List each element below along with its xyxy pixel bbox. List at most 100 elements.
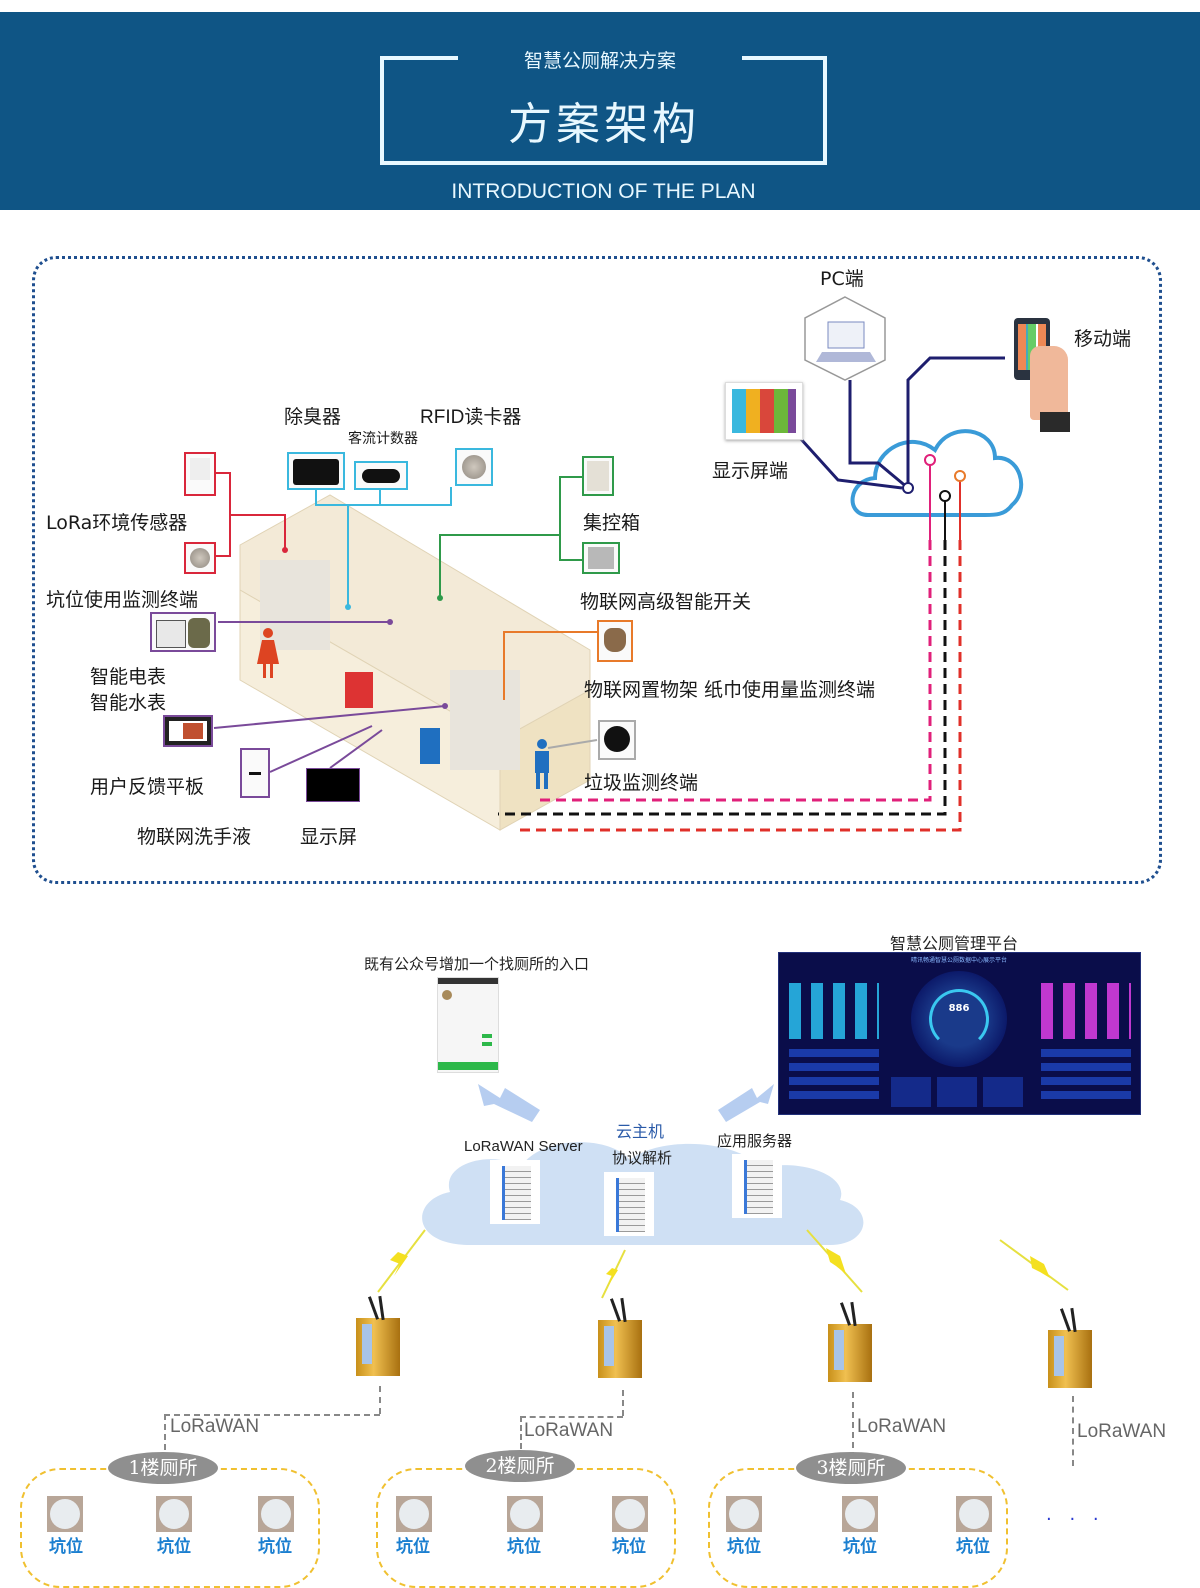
- wechat-screenshot: [437, 977, 499, 1073]
- control-box-device: [582, 456, 614, 496]
- cloud-icon: [850, 429, 1023, 517]
- seat-label: 坑位: [157, 1537, 191, 1557]
- blue-panel: [420, 728, 440, 764]
- lorawan-label: LoRaWAN: [857, 1416, 947, 1437]
- rfid-reader-label: RFID读卡器: [420, 407, 522, 428]
- people-counter-device: [354, 461, 408, 490]
- user-icons-right: [1041, 983, 1131, 1039]
- stats-left: [789, 1049, 879, 1105]
- cloud-host-label: 云主机: [616, 1122, 665, 1141]
- soap-dispenser-device: [240, 748, 270, 798]
- seat-sensor-icon: [612, 1496, 648, 1532]
- tissue-shelf-device: [597, 620, 633, 662]
- platform-title: 智慧公厕管理平台: [890, 934, 1019, 953]
- display-screen-label: 显示屏: [300, 826, 358, 848]
- lorawan-link: [379, 1386, 381, 1414]
- seat-sensor-icon: [507, 1496, 543, 1532]
- lorawan-link: [164, 1414, 166, 1460]
- seat-label: 坑位: [258, 1537, 292, 1557]
- seat-sensor-icon: [726, 1496, 762, 1532]
- protocol-parsing-label: 协议解析: [612, 1149, 673, 1167]
- display-screen-client-icon: [725, 382, 803, 440]
- lorawan-label: LoRaWAN: [1077, 1421, 1167, 1442]
- seat-label: 坑位: [612, 1537, 646, 1557]
- more-floors-ellipsis: . . .: [1046, 1504, 1105, 1525]
- display-screen-device: [306, 768, 360, 802]
- feedback-tablet-device: [163, 715, 213, 747]
- seat-sensor-icon: [156, 1496, 192, 1532]
- seat-sensor-icon: [47, 1496, 83, 1532]
- lora-env-sensor-device: [184, 452, 216, 496]
- user-icons-left: [789, 983, 879, 1039]
- floor-2-label: 2楼厕所: [465, 1450, 575, 1482]
- lorawan-link: [1072, 1396, 1074, 1466]
- feedback-tablet-label: 用户反馈平板: [90, 776, 205, 798]
- lorawan-server-icon: [490, 1160, 540, 1224]
- management-platform-dashboard: 晴讯畅通智慧公厕数据中心展示平台 886: [778, 952, 1141, 1115]
- display-client-label: 显示屏端: [712, 460, 789, 482]
- lorawan-link: [622, 1390, 624, 1416]
- female-icon: [257, 628, 279, 678]
- laptop-icon: [827, 321, 865, 349]
- protocol-server-icon: [604, 1172, 654, 1236]
- toilet-building-illustration: [239, 494, 591, 831]
- smart-electric-meter-label: 智能电表: [90, 666, 167, 688]
- stall-wall: [450, 670, 520, 770]
- trash-monitor-label: 垃圾监测终端: [584, 772, 699, 794]
- gauge-value: 886: [948, 1003, 970, 1014]
- stats-center: [891, 1077, 1027, 1107]
- architecture-connectors: [213, 296, 1023, 832]
- seat-sensor-icon: [842, 1496, 878, 1532]
- gauge-arc: [929, 989, 989, 1049]
- seat-label: 坑位: [507, 1537, 541, 1557]
- lorawan-link: [520, 1416, 623, 1418]
- mobile-client-label: 移动端: [1074, 328, 1132, 350]
- architecture-diagram-frame: [32, 256, 1162, 884]
- control-box-label: 集控箱: [583, 512, 641, 534]
- lorawan-label: LoRaWAN: [524, 1420, 614, 1441]
- sleeve: [1040, 412, 1070, 432]
- app-server-label: 应用服务器: [717, 1132, 793, 1150]
- title-frame-line: [380, 56, 384, 164]
- lorawan-label: LoRaWAN: [170, 1416, 260, 1437]
- header-banner: 智慧公厕解决方案 方案架构 INTRODUCTION OF THE PLAN: [0, 12, 1200, 210]
- title-frame-line: [382, 56, 458, 60]
- arrow-to-wechat: [478, 1084, 540, 1122]
- seat-sensor-icon: [956, 1496, 992, 1532]
- lorawan-link: [520, 1416, 522, 1458]
- lora-gateway: [356, 1295, 400, 1376]
- lightning-icon: [606, 1268, 618, 1286]
- arrow-to-platform: [718, 1084, 774, 1122]
- lora-env-sensor-device: [184, 542, 216, 574]
- soap-dispenser-label: 物联网洗手液: [137, 826, 252, 848]
- tissue-shelf-label: 物联网置物架 纸巾使用量监测终端: [584, 679, 876, 701]
- smart-water-meter-label: 智能水表: [90, 692, 167, 714]
- lorawan-server-label: LoRaWAN Server: [464, 1138, 583, 1155]
- header-english-title: INTRODUCTION OF THE PLAN: [451, 180, 756, 203]
- wechat-entry-label: 既有公众号增加一个找厕所的入口: [364, 955, 590, 973]
- stats-right: [1041, 1049, 1131, 1105]
- rfid-reader-device: [455, 448, 493, 486]
- pc-client-label: PC端: [820, 268, 864, 290]
- seat-label: 坑位: [727, 1537, 761, 1557]
- male-icon: [535, 739, 549, 789]
- lora-gateway: [598, 1297, 642, 1378]
- app-server-icon: [732, 1154, 782, 1218]
- seat-monitor-label: 坑位使用监测终端: [46, 589, 199, 611]
- seat-sensor-icon: [396, 1496, 432, 1532]
- lorawan-link: [852, 1392, 854, 1458]
- lightning-icon: [1030, 1256, 1050, 1278]
- seat-label: 坑位: [843, 1537, 877, 1557]
- title-frame-line: [380, 161, 827, 165]
- smart-meters-device: [150, 612, 216, 652]
- lightning-icon: [390, 1252, 408, 1276]
- people-counter-label: 客流计数器: [348, 431, 418, 447]
- page-title: 方案架构: [508, 99, 700, 150]
- lora-env-sensor-label: LoRa环境传感器: [46, 512, 188, 534]
- lora-gateway: [1048, 1307, 1092, 1388]
- seat-label: 坑位: [956, 1537, 990, 1557]
- hand-icon: [1030, 346, 1068, 420]
- lightning-icon: [826, 1248, 846, 1274]
- dashboard-heading: 晴讯畅通智慧公厕数据中心展示平台: [910, 957, 1007, 964]
- smart-switch-label: 物联网高级智能开关: [580, 591, 752, 613]
